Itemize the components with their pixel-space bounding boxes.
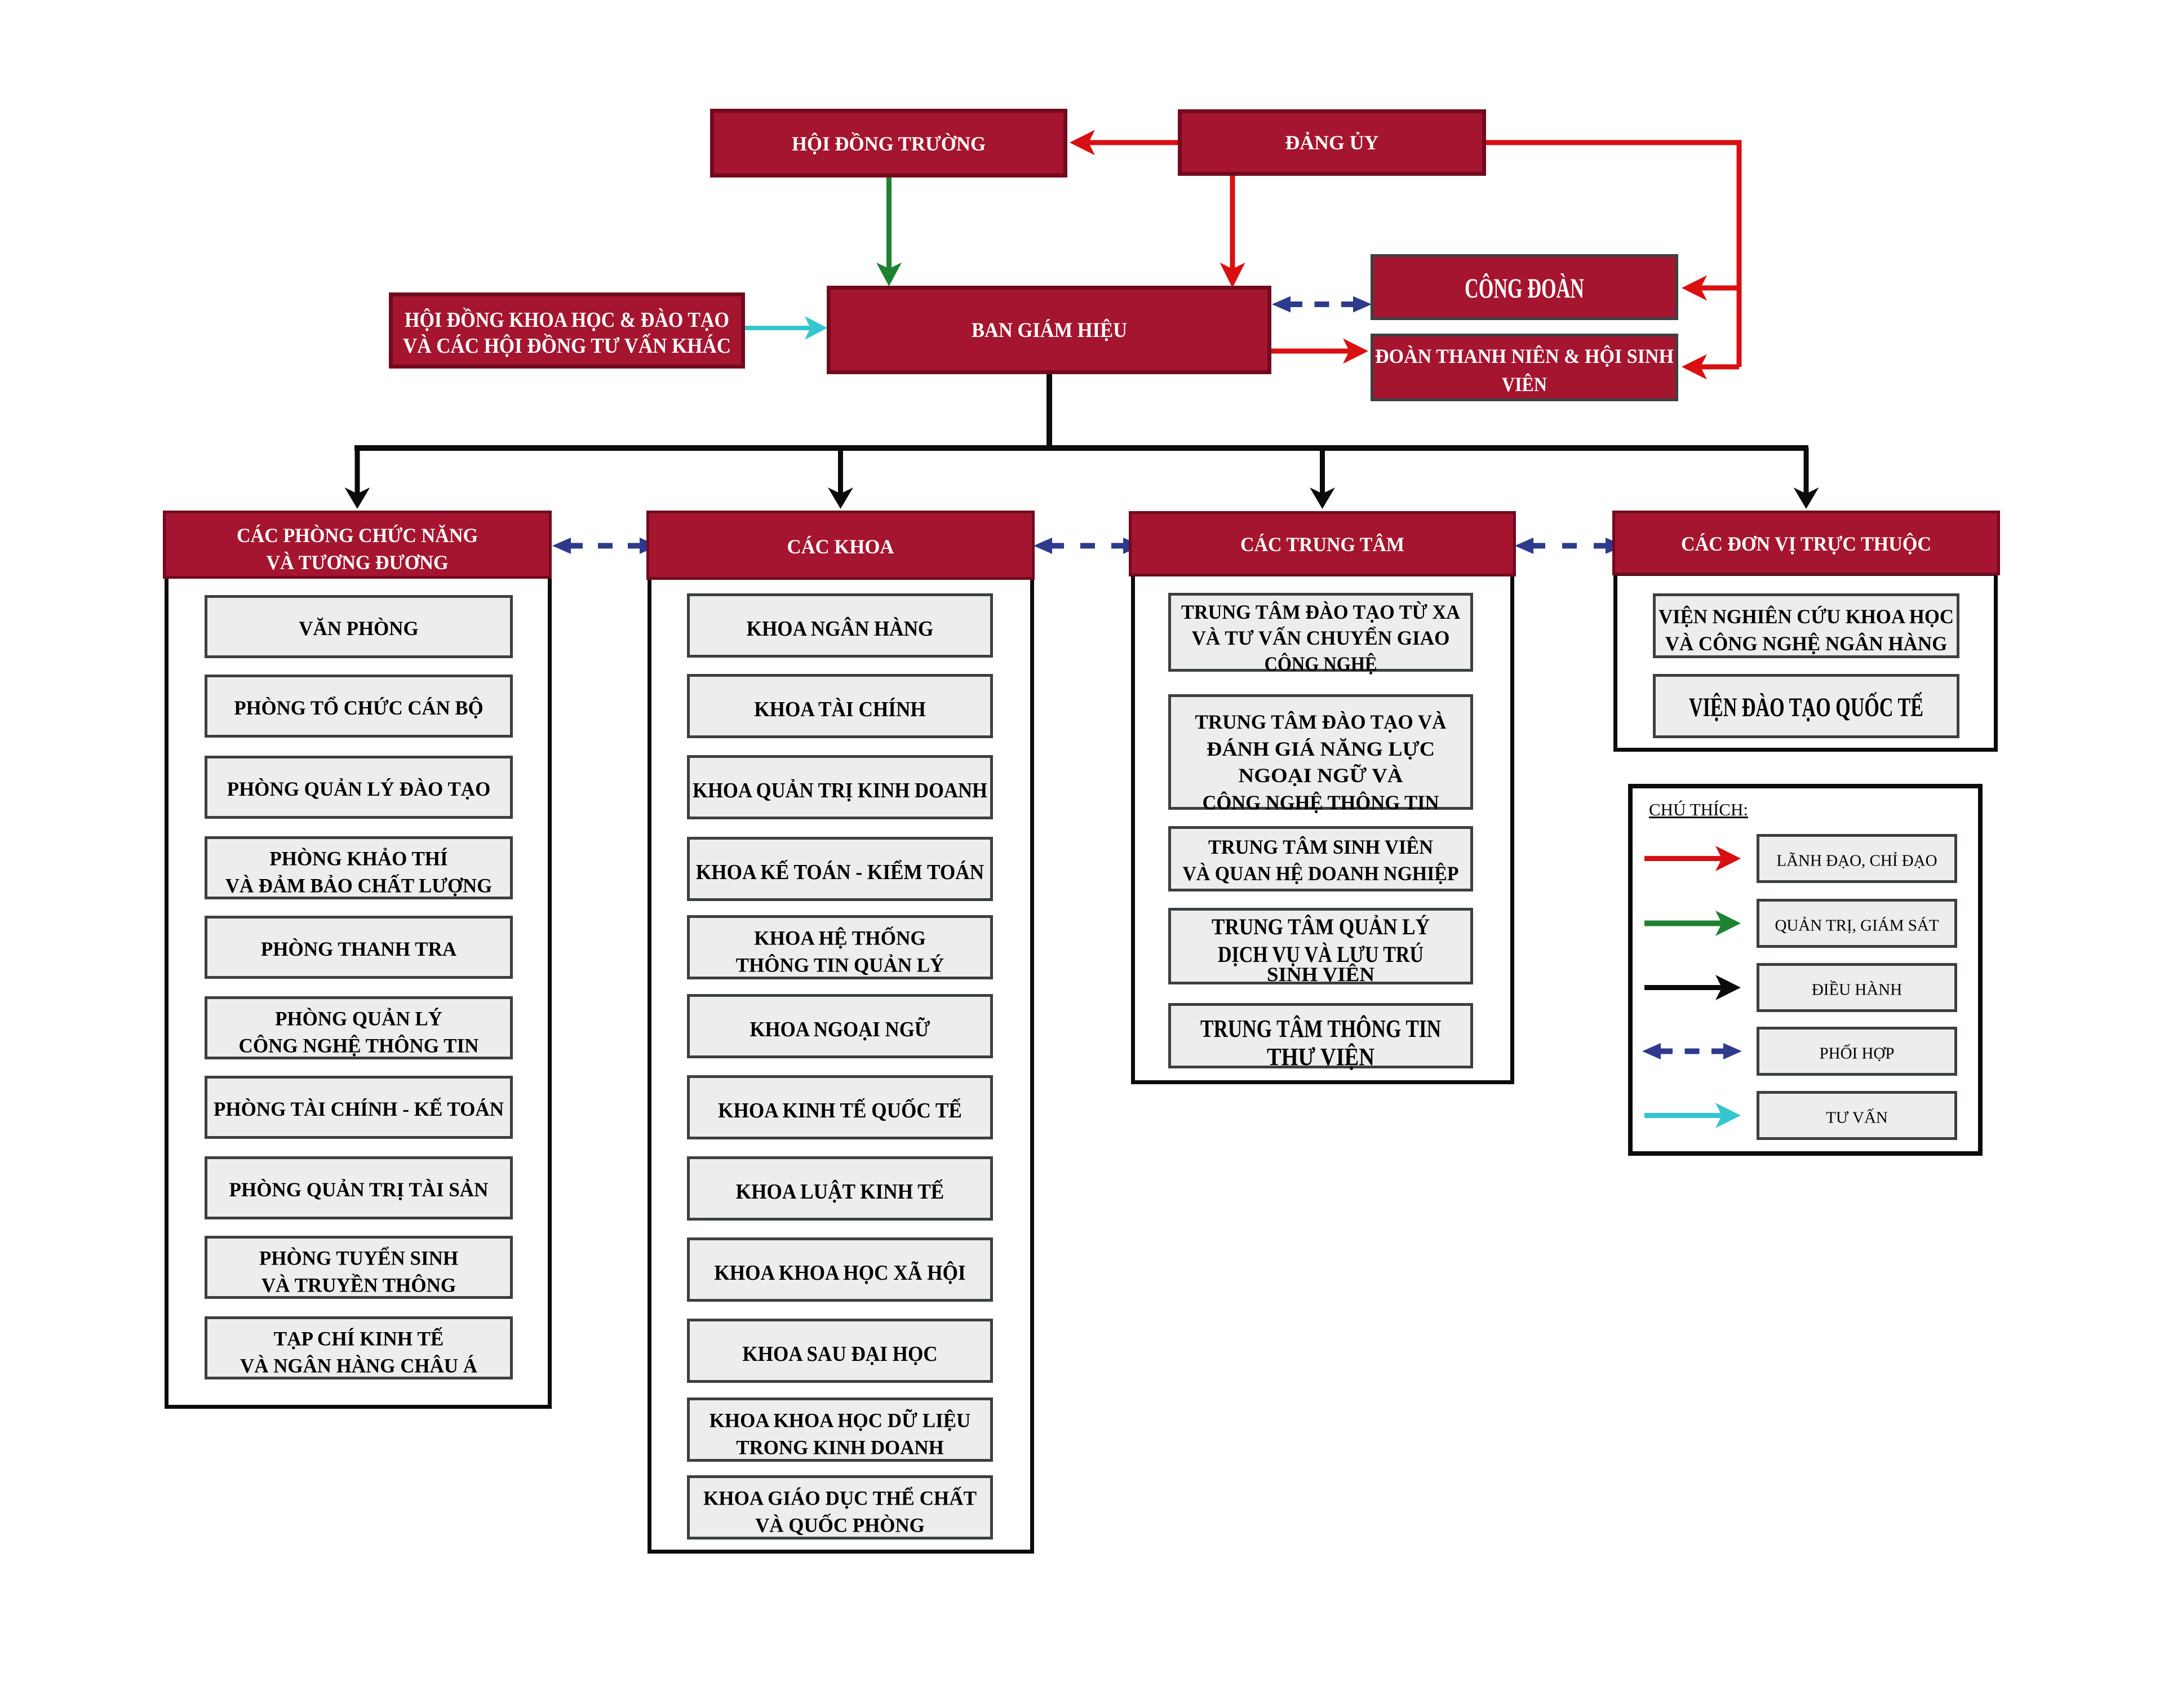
svg-text:VÀ NGÂN HÀNG CHÂU Á: VÀ NGÂN HÀNG CHÂU Á xyxy=(240,1355,477,1377)
svg-text:HỘI ĐỒNG KHOA HỌC & ĐÀO TẠO: HỘI ĐỒNG KHOA HỌC & ĐÀO TẠO xyxy=(405,307,729,332)
svg-text:PHÒNG QUẢN LÝ ĐÀO TẠO: PHÒNG QUẢN LÝ ĐÀO TẠO xyxy=(227,778,491,800)
svg-text:KHOA KINH TẾ QUỐC TẾ: KHOA KINH TẾ QUỐC TẾ xyxy=(718,1098,962,1123)
svg-text:CÁC KHOA: CÁC KHOA xyxy=(787,535,894,558)
svg-text:VÀ ĐẢM BẢO CHẤT LƯỢNG: VÀ ĐẢM BẢO CHẤT LƯỢNG xyxy=(225,875,492,897)
svg-text:CÔNG NGHỆ THÔNG TIN: CÔNG NGHỆ THÔNG TIN xyxy=(239,1035,479,1057)
svg-text:DỊCH VỤ VÀ LƯU TRÚ: DỊCH VỤ VÀ LƯU TRÚ xyxy=(1218,942,1424,967)
svg-text:BAN GIÁM HIỆU: BAN GIÁM HIỆU xyxy=(972,318,1127,342)
svg-text:VÀ QUAN HỆ DOANH NGHIỆP: VÀ QUAN HỆ DOANH NGHIỆP xyxy=(1183,862,1459,885)
svg-text:PHÒNG THANH TRA: PHÒNG THANH TRA xyxy=(261,938,456,960)
svg-text:CÁC PHÒNG CHỨC NĂNG: CÁC PHÒNG CHỨC NĂNG xyxy=(237,524,478,547)
svg-text:KHOA SAU ĐẠI HỌC: KHOA SAU ĐẠI HỌC xyxy=(742,1342,937,1366)
svg-text:ĐIỀU HÀNH: ĐIỀU HÀNH xyxy=(1812,980,1902,999)
svg-text:TRUNG TÂM SINH VIÊN: TRUNG TÂM SINH VIÊN xyxy=(1208,836,1433,858)
svg-text:PHÒNG QUẢN TRỊ TÀI SẢN: PHÒNG QUẢN TRỊ TÀI SẢN xyxy=(229,1178,489,1201)
svg-text:PHÒNG TÀI CHÍNH - KẾ TOÁN: PHÒNG TÀI CHÍNH - KẾ TOÁN xyxy=(214,1098,504,1120)
svg-text:KHOA GIÁO DỤC THỂ CHẤT: KHOA GIÁO DỤC THỂ CHẤT xyxy=(703,1487,977,1510)
svg-text:HỘI ĐỒNG TRƯỜNG: HỘI ĐỒNG TRƯỜNG xyxy=(792,132,986,155)
svg-text:THÔNG TIN QUẢN LÝ: THÔNG TIN QUẢN LÝ xyxy=(736,954,944,977)
svg-text:KHOA NGÂN HÀNG: KHOA NGÂN HÀNG xyxy=(747,617,934,641)
svg-text:TRONG KINH DOANH: TRONG KINH DOANH xyxy=(736,1436,944,1459)
svg-text:KHOA KHOA HỌC DỮ LIỆU: KHOA KHOA HỌC DỮ LIỆU xyxy=(709,1409,971,1432)
svg-text:VÀ TƯ VẤN CHUYỂN GIAO: VÀ TƯ VẤN CHUYỂN GIAO xyxy=(1192,627,1450,649)
svg-text:TRUNG TÂM THÔNG TIN: TRUNG TÂM THÔNG TIN xyxy=(1200,1015,1441,1042)
svg-text:TRUNG TÂM QUẢN LÝ: TRUNG TÂM QUẢN LÝ xyxy=(1212,914,1430,939)
svg-text:TRUNG TÂM ĐÀO TẠO TỪ XA: TRUNG TÂM ĐÀO TẠO TỪ XA xyxy=(1181,601,1460,623)
svg-text:VIÊN: VIÊN xyxy=(1502,373,1547,396)
svg-text:PHÒNG KHẢO THÍ: PHÒNG KHẢO THÍ xyxy=(269,848,447,870)
svg-text:VÀ CÁC HỘI ĐỒNG TƯ VẤN KHÁC: VÀ CÁC HỘI ĐỒNG TƯ VẤN KHÁC xyxy=(403,333,731,358)
svg-text:VIỆN NGHIÊN CỨU KHOA HỌC: VIỆN NGHIÊN CỨU KHOA HỌC xyxy=(1659,605,1954,628)
svg-text:KHOA TÀI CHÍNH: KHOA TÀI CHÍNH xyxy=(754,698,926,721)
svg-text:KHOA KHOA HỌC XÃ HỘI: KHOA KHOA HỌC XÃ HỘI xyxy=(714,1261,965,1285)
svg-text:LÃNH ĐẠO, CHỈ ĐẠO: LÃNH ĐẠO, CHỈ ĐẠO xyxy=(1776,852,1937,870)
svg-text:VIỆN ĐÀO TẠO QUỐC TẾ: VIỆN ĐÀO TẠO QUỐC TẾ xyxy=(1689,691,1923,722)
svg-text:VĂN PHÒNG: VĂN PHÒNG xyxy=(299,617,418,640)
svg-text:KHOA KẾ TOÁN - KIỂM TOÁN: KHOA KẾ TOÁN - KIỂM TOÁN xyxy=(696,860,984,884)
svg-text:CÁC TRUNG TÂM: CÁC TRUNG TÂM xyxy=(1240,533,1404,556)
svg-text:KHOA HỆ THỐNG: KHOA HỆ THỐNG xyxy=(754,926,926,950)
svg-text:TƯ VẤN: TƯ VẤN xyxy=(1826,1108,1888,1127)
svg-text:ĐÁNH GIÁ NĂNG LỰC: ĐÁNH GIÁ NĂNG LỰC xyxy=(1207,738,1435,760)
svg-text:TRUNG TÂM ĐÀO TẠO VÀ: TRUNG TÂM ĐÀO TẠO VÀ xyxy=(1195,711,1447,733)
svg-text:CÔNG NGHỆ THÔNG TIN: CÔNG NGHỆ THÔNG TIN xyxy=(1203,791,1439,814)
svg-text:CÔNG NGHỆ: CÔNG NGHỆ xyxy=(1265,653,1377,675)
svg-text:ĐOÀN THANH NIÊN & HỘI SINH: ĐOÀN THANH NIÊN & HỘI SINH xyxy=(1375,345,1674,367)
svg-text:ĐẢNG ỦY: ĐẢNG ỦY xyxy=(1285,131,1379,154)
svg-text:CÔNG ĐOÀN: CÔNG ĐOÀN xyxy=(1465,272,1584,304)
svg-text:VÀ TRUYỀN THÔNG: VÀ TRUYỀN THÔNG xyxy=(261,1274,456,1297)
svg-text:THƯ VIỆN: THƯ VIỆN xyxy=(1267,1043,1374,1071)
svg-text:PHÒNG TỔ CHỨC CÁN BỘ: PHÒNG TỔ CHỨC CÁN BỘ xyxy=(234,696,483,719)
svg-text:VÀ TƯƠNG ĐƯƠNG: VÀ TƯƠNG ĐƯƠNG xyxy=(267,551,449,574)
svg-text:KHOA NGOẠI NGỮ: KHOA NGOẠI NGỮ xyxy=(750,1017,930,1041)
svg-text:VÀ CÔNG NGHỆ NGÂN HÀNG: VÀ CÔNG NGHỆ NGÂN HÀNG xyxy=(1665,632,1948,655)
svg-text:PHÒNG TUYỂN SINH: PHÒNG TUYỂN SINH xyxy=(259,1247,458,1270)
svg-text:KHOA LUẬT KINH TẾ: KHOA LUẬT KINH TẾ xyxy=(736,1179,944,1204)
svg-text:SINH VIÊN: SINH VIÊN xyxy=(1267,963,1374,986)
svg-text:PHÒNG QUẢN LÝ: PHÒNG QUẢN LÝ xyxy=(275,1008,442,1030)
svg-text:KHOA QUẢN TRỊ KINH DOANH: KHOA QUẢN TRỊ KINH DOANH xyxy=(693,779,987,802)
svg-text:PHỐI HỢP: PHỐI HỢP xyxy=(1820,1044,1895,1063)
svg-text:QUẢN TRỊ, GIÁM SÁT: QUẢN TRỊ, GIÁM SÁT xyxy=(1775,916,1939,935)
svg-text:VÀ QUỐC PHÒNG: VÀ QUỐC PHÒNG xyxy=(755,1514,925,1537)
svg-text:CÁC ĐƠN VỊ TRỰC THUỘC: CÁC ĐƠN VỊ TRỰC THUỘC xyxy=(1681,533,1931,555)
svg-text:TẠP CHÍ KINH TẾ: TẠP CHÍ KINH TẾ xyxy=(274,1328,444,1350)
svg-text:NGOẠI NGỮ VÀ: NGOẠI NGỮ VÀ xyxy=(1239,764,1403,787)
svg-text:CHÚ THÍCH:: CHÚ THÍCH: xyxy=(1649,800,1748,819)
